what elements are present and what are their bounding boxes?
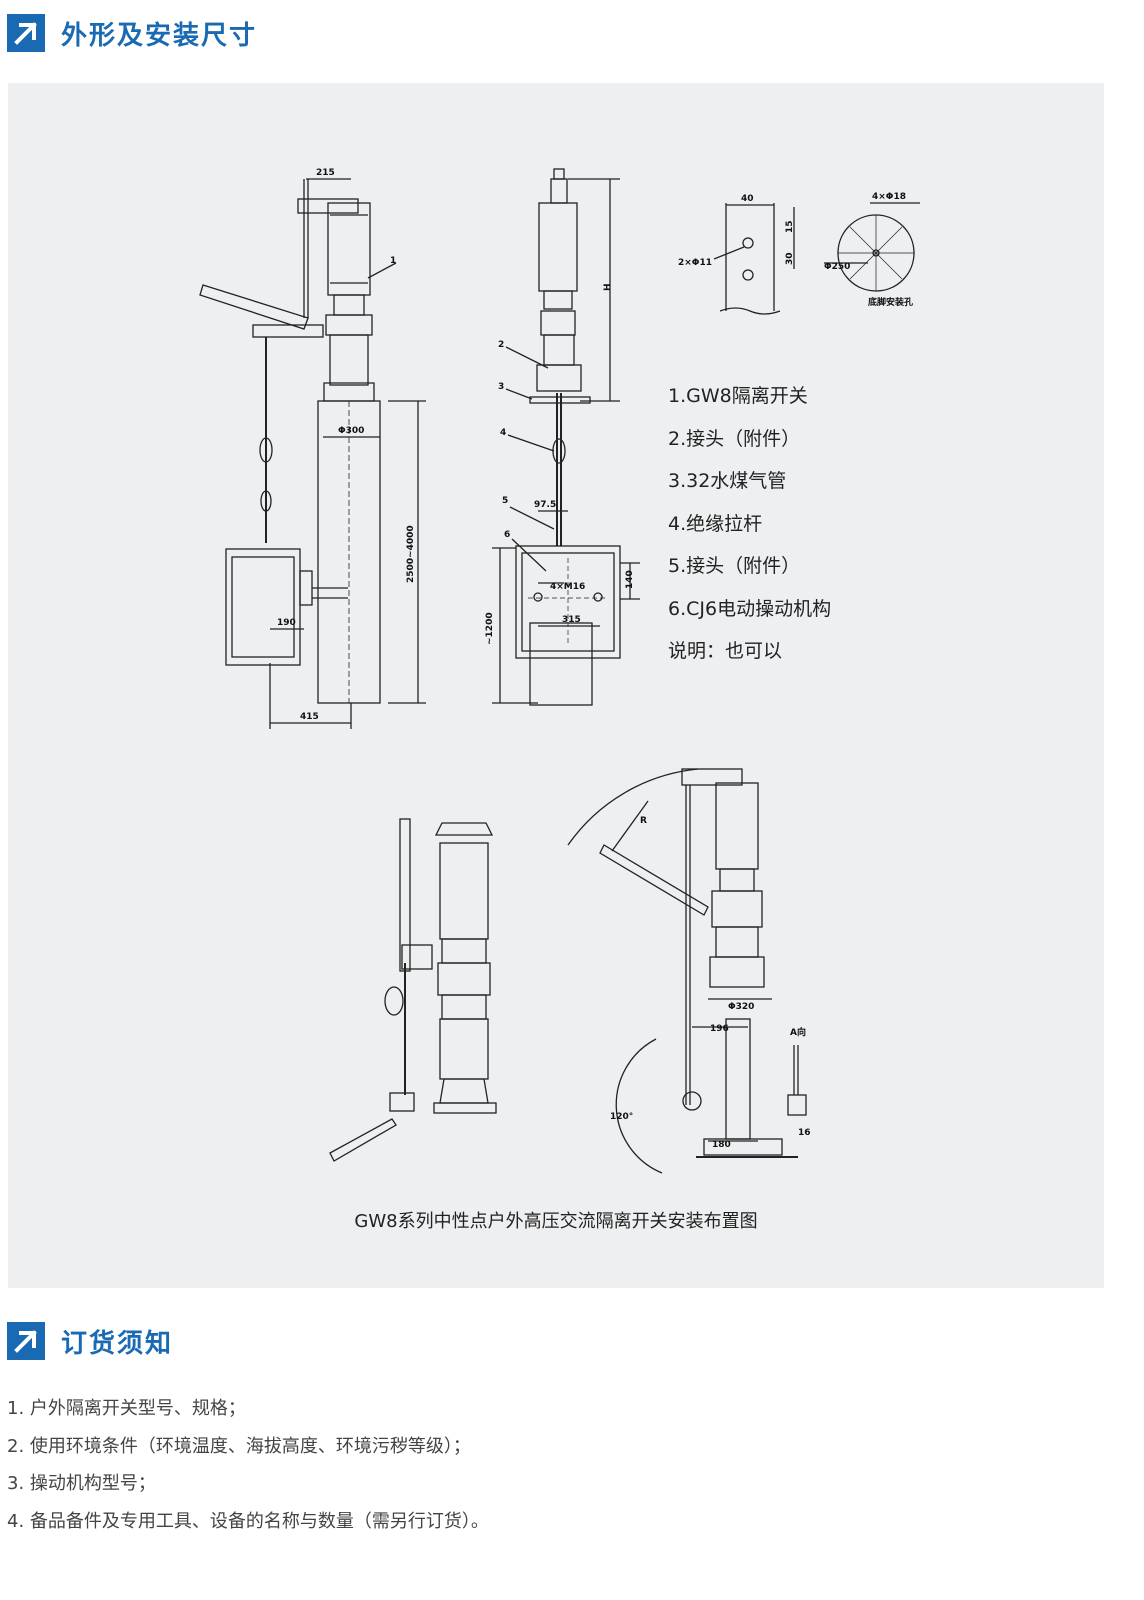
dim-2500-4000: 2500~4000 (406, 525, 416, 583)
callout-1: 1 (390, 256, 396, 266)
dim-16: 16 (798, 1128, 811, 1138)
section-title: 外形及安装尺寸 (61, 20, 258, 51)
legend-item: 1.GW8隔离开关 (668, 385, 808, 407)
dim-190: 190 (277, 618, 296, 628)
section-header-dimensions: 外形及安装尺寸 (7, 14, 257, 52)
dim-415: 415 (300, 712, 319, 722)
installation-drawing: 215 Φ300 2500~4000 190 415 H 97.5 4×M16 … (8, 83, 1104, 1288)
dim-4xphi18: 4×Φ18 (872, 192, 906, 202)
dim-1200: ~1200 (485, 612, 495, 645)
dim-97-5: 97.5 (534, 500, 556, 510)
dim-140: 140 (625, 570, 635, 589)
arrow-up-right-icon (7, 1322, 45, 1360)
drawing-caption: GW8系列中性点户外高压交流隔离开关安装布置图 (354, 1211, 758, 1232)
list-item: 1. 户外隔离开关型号、规格； (7, 1398, 246, 1419)
list-item: 3. 操动机构型号； (7, 1473, 156, 1495)
callout-4: 4 (500, 428, 506, 438)
callout-3: 3 (498, 382, 504, 392)
dim-120-deg: 120° (610, 1112, 633, 1122)
dim-180: 180 (712, 1140, 731, 1150)
legend-item: 3.32水煤气管 (668, 470, 787, 492)
dim-196: 196 (710, 1024, 729, 1034)
legend-item: 2.接头（附件） (668, 427, 801, 450)
legend-note: 说明：也可以 (668, 640, 783, 662)
dim-phi300: Φ300 (338, 426, 364, 436)
drawing-legend: 1.GW8隔离开关 2.接头（附件） 3.32水煤气管 4.绝缘拉杆 5.接头（… (668, 375, 831, 673)
legend-item: 6.CJ6电动操动机构 (668, 597, 832, 620)
dim-H: H (603, 283, 613, 291)
section-header-ordering: 订货须知 (7, 1322, 173, 1360)
arrow-up-right-icon (7, 14, 45, 52)
list-item: 2. 使用环境条件（环境温度、海拔高度、环境污秽等级）； (7, 1435, 471, 1457)
dim-215: 215 (316, 168, 335, 178)
list-item: 4. 备品备件及专用工具、设备的名称与数量（需另行订货）。 (7, 1511, 489, 1533)
callout-5: 5 (502, 496, 508, 506)
technical-drawing: 215 Φ300 2500~4000 190 415 H 97.5 4×M16 … (199, 168, 920, 1174)
legend-item: 4.绝缘拉杆 (668, 512, 763, 535)
legend-item: 5.接头（附件） (668, 555, 801, 577)
dim-phi320: Φ320 (728, 1002, 754, 1012)
callout-6: 6 (504, 530, 510, 540)
view-A-label: A向 (790, 1026, 806, 1038)
dim-phi250: Φ250 (824, 262, 850, 272)
base-hole-label: 底脚安装孔 (868, 296, 913, 308)
dim-4xM16: 4×M16 (550, 582, 585, 592)
dim-2xphi11: 2×Φ11 (678, 258, 712, 268)
section-title: 订货须知 (61, 1328, 174, 1359)
dim-40: 40 (741, 194, 754, 204)
ordering-list: 1. 户外隔离开关型号、规格； 2. 使用环境条件（环境温度、海拔高度、环境污秽… (7, 1390, 489, 1541)
dim-15: 15 (785, 220, 795, 233)
callout-2: 2 (498, 340, 504, 350)
dim-315: 315 (562, 615, 581, 625)
dim-30: 30 (785, 252, 795, 265)
dim-R: R (640, 816, 647, 826)
